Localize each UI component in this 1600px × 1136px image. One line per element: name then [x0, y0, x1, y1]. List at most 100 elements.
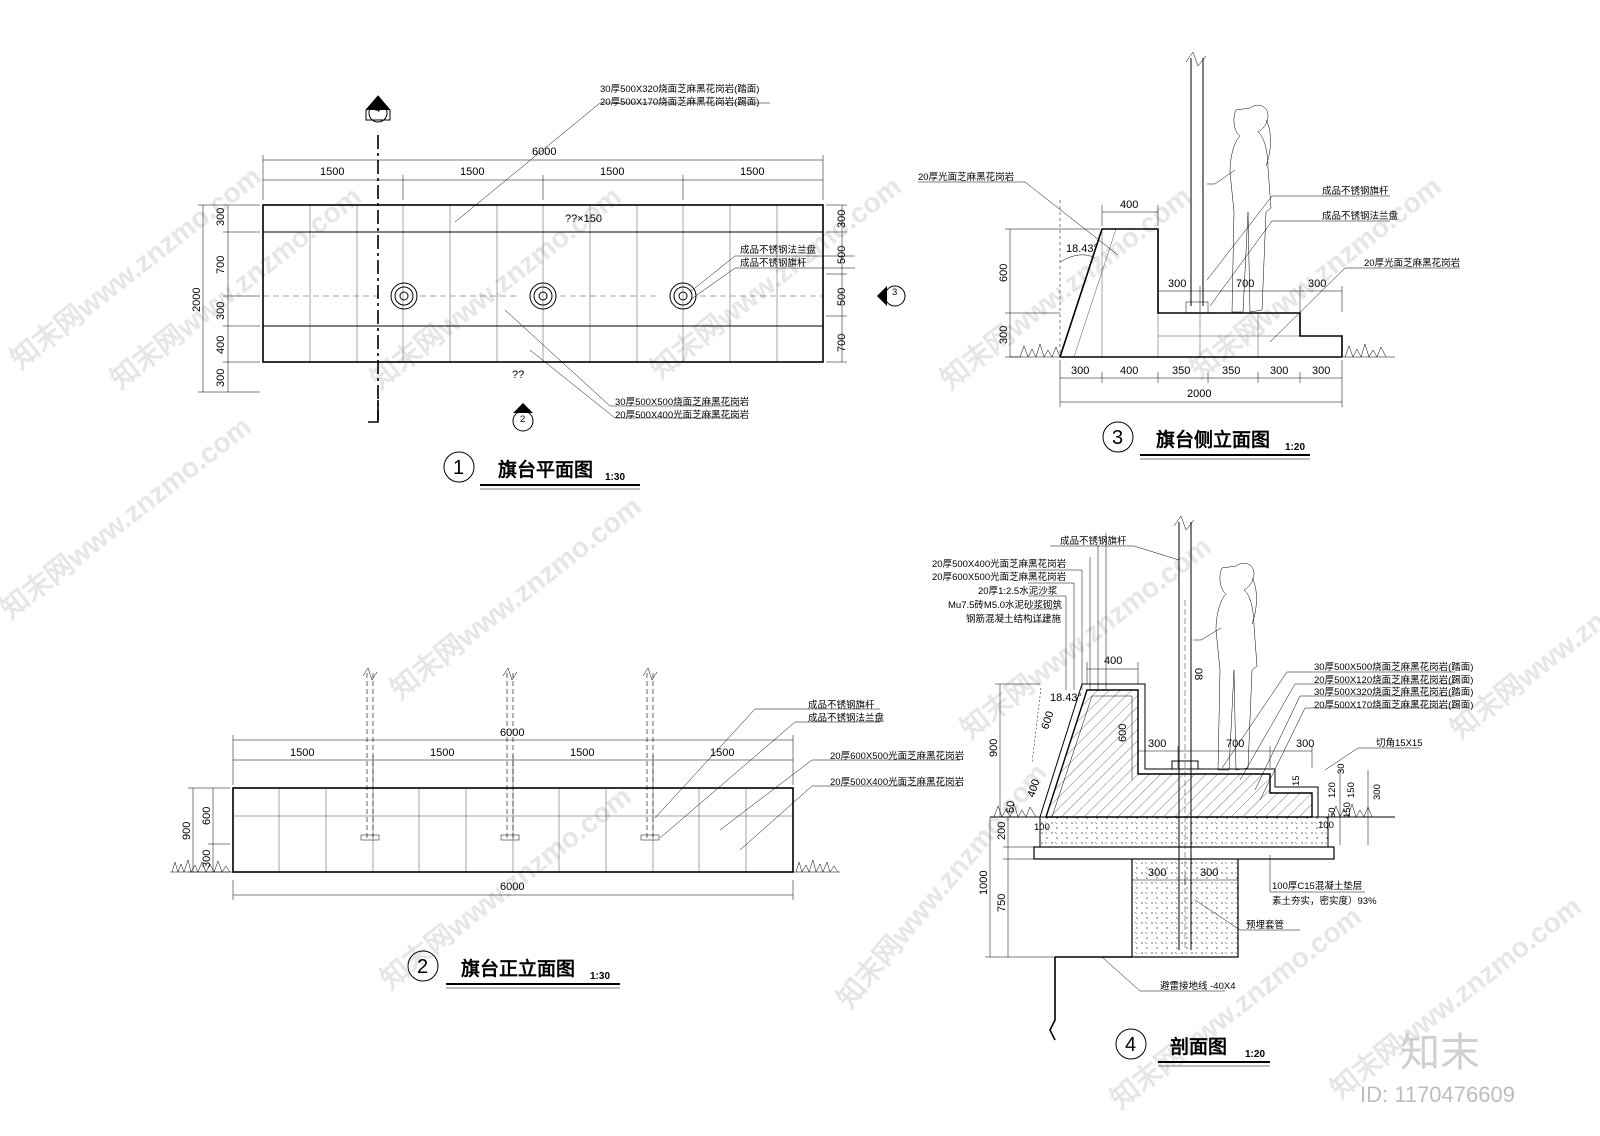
section-marker-2: 2	[512, 403, 534, 432]
section-small-dim: 150	[1342, 802, 1353, 818]
section-marker-3: 3	[877, 285, 906, 307]
plan-total-dim: 6000	[532, 146, 556, 158]
side-bottom-dim: 300	[1270, 365, 1288, 377]
front-left-total: 900	[181, 822, 193, 840]
section-small-dim: 100	[1034, 822, 1050, 833]
flagpole-front-1	[360, 667, 380, 841]
front-seg-dim: 1500	[290, 747, 314, 759]
plan-right-dim: 700	[836, 334, 848, 352]
plan-note-mid: 成品不锈钢旗杆	[740, 257, 807, 269]
section-small-dim: 15	[1291, 775, 1302, 786]
plan-left-dim: 300	[215, 302, 227, 320]
plan-left-dim: 700	[215, 256, 227, 274]
side-mid-dim: 300	[1308, 278, 1326, 290]
front-title-block: 2 旗台正立面图 1:30	[407, 950, 620, 989]
plan-view-scale: 1:30	[605, 472, 625, 483]
plan-left-dim: 300	[215, 208, 227, 226]
side-note-right: 成品不锈钢旗杆	[1322, 185, 1389, 197]
section-chamfer-note: 切角15X15	[1376, 737, 1422, 749]
plan-left-total: 2000	[191, 288, 203, 312]
front-view-number: 2	[417, 956, 428, 978]
front-left-dim: 300	[201, 850, 213, 868]
plan-note-bot: 30厚500X500烧面芝麻黑花岗岩	[615, 396, 749, 408]
front-seg-dim: 1500	[430, 747, 454, 759]
section-inner-dim: 600	[1117, 724, 1129, 742]
side-view-scale: 1:20	[1285, 442, 1305, 453]
section-note-left: 20厚1:2.5水泥沙浆	[978, 585, 1058, 597]
section-marker-2-label: 2	[520, 414, 525, 425]
section-note-right: 20厚500X120烧面芝麻黑花岗岩(踢面)	[1314, 674, 1473, 686]
section-top-dim: 400	[1104, 655, 1122, 667]
front-left-dim: 600	[201, 807, 213, 825]
flagpole-flange-2	[529, 282, 557, 310]
side-note-left: 20厚光面芝麻黑花岗岩	[918, 171, 1014, 183]
plan-note-mid: 成品不锈钢法兰盘	[740, 244, 817, 256]
plan-right-dim: 500	[836, 246, 848, 264]
watermark-text: 知末网www.znzmo.com	[384, 490, 647, 705]
section-small-dim: 150	[1346, 782, 1357, 798]
section-small-dim: 100	[1318, 820, 1334, 831]
section-marker-4: 4	[365, 95, 391, 123]
section-title-block: 4 剖面图 1:20	[1115, 1028, 1270, 1067]
section-view-scale: 1:20	[1245, 1049, 1265, 1060]
front-total-dim: 6000	[500, 727, 524, 739]
side-angle: 18.43°	[1066, 243, 1098, 255]
plan-right-dim: 500	[836, 288, 848, 306]
section-inner-dim: 300	[1296, 738, 1314, 750]
section-dim-08: 08	[1192, 668, 1204, 680]
front-note: 成品不锈钢法兰盘	[808, 712, 885, 724]
side-bottom-dim: 300	[1312, 365, 1330, 377]
plan-left-dim: 400	[215, 336, 227, 354]
plan-view-title: 旗台平面图	[498, 458, 593, 481]
plan-left-dim: 300	[215, 369, 227, 387]
section-small-dim: 30	[1336, 763, 1347, 774]
side-view-number: 3	[1112, 427, 1123, 449]
front-seg-dim: 1500	[570, 747, 594, 759]
person-silhouette-side	[1207, 105, 1272, 313]
front-note: 20厚500X400光面芝麻黑花岗岩	[830, 776, 964, 788]
section-base-note: 素土夯实，密实度）93%	[1272, 895, 1377, 907]
watermark-text: 知末网www.znzmo.com	[830, 757, 1053, 1014]
id-watermark: ID: 1170476609	[1360, 1082, 1515, 1107]
flagpole-section	[1171, 515, 1199, 950]
plan-note-bot: 20厚500X400光面芝麻黑花岗岩	[615, 409, 749, 421]
section-note-left: 20厚600X500光面芝麻黑花岗岩	[932, 571, 1066, 583]
watermark-text: 知末网www.znzmo.com	[4, 160, 267, 375]
section-left-dim: 50	[1005, 801, 1017, 813]
plan-seg-dim: 1500	[740, 166, 764, 178]
section-view: 400 18.43° 900 600 400 50 200 1000 750 6…	[932, 515, 1473, 1067]
side-bottom-dim: 350	[1222, 365, 1240, 377]
section-ground-note: 避雷接地线 -40X4	[1160, 980, 1236, 992]
person-silhouette-section	[1193, 563, 1258, 771]
watermark-text: 知末网www.znzmo.com	[1444, 530, 1600, 745]
plan-seg-dim: 1500	[600, 166, 624, 178]
section-note-left: 钢筋混凝土结构详建施	[966, 613, 1062, 625]
front-note: 成品不锈钢旗杆	[808, 699, 875, 711]
side-note-right: 成品不锈钢法兰盘	[1322, 210, 1399, 222]
section-view-number: 4	[1125, 1034, 1136, 1056]
side-mid-dim: 700	[1236, 278, 1254, 290]
section-note-left: Mu7.5砖M5.0水泥砂浆砌筑	[948, 599, 1063, 611]
front-note: 20厚600X500光面芝麻黑花岗岩	[830, 750, 964, 762]
side-bottom-dim: 400	[1120, 365, 1138, 377]
plan-inner-label: ??×150	[565, 213, 602, 225]
section-small-dim: 50	[1327, 807, 1338, 818]
plan-right-dim: 300	[836, 210, 848, 228]
section-note-right: 30厚500X320烧面芝麻黑花岗岩(踏面)	[1314, 686, 1473, 698]
section-left-dim: 600	[1039, 710, 1056, 731]
watermark-text: 知末网www.znzmo.com	[644, 170, 907, 385]
front-seg-dim: 1500	[710, 747, 734, 759]
section-marker-3-label: 3	[892, 287, 897, 298]
front-view-scale: 1:30	[590, 971, 610, 982]
plan-note-top: 20厚500X170烧面芝麻黑花岗岩(踢面)	[600, 96, 759, 108]
flagpole-flange-1	[390, 282, 418, 310]
side-bottom-dim: 350	[1172, 365, 1190, 377]
side-bottom-total: 2000	[1187, 388, 1211, 400]
section-marker-4-label: 4	[375, 104, 380, 115]
flagpole-side	[1185, 51, 1209, 314]
section-foot-dim: 300	[1148, 867, 1166, 879]
flagpole-front-2	[500, 667, 520, 841]
section-inner-dim: 300	[1148, 738, 1166, 750]
